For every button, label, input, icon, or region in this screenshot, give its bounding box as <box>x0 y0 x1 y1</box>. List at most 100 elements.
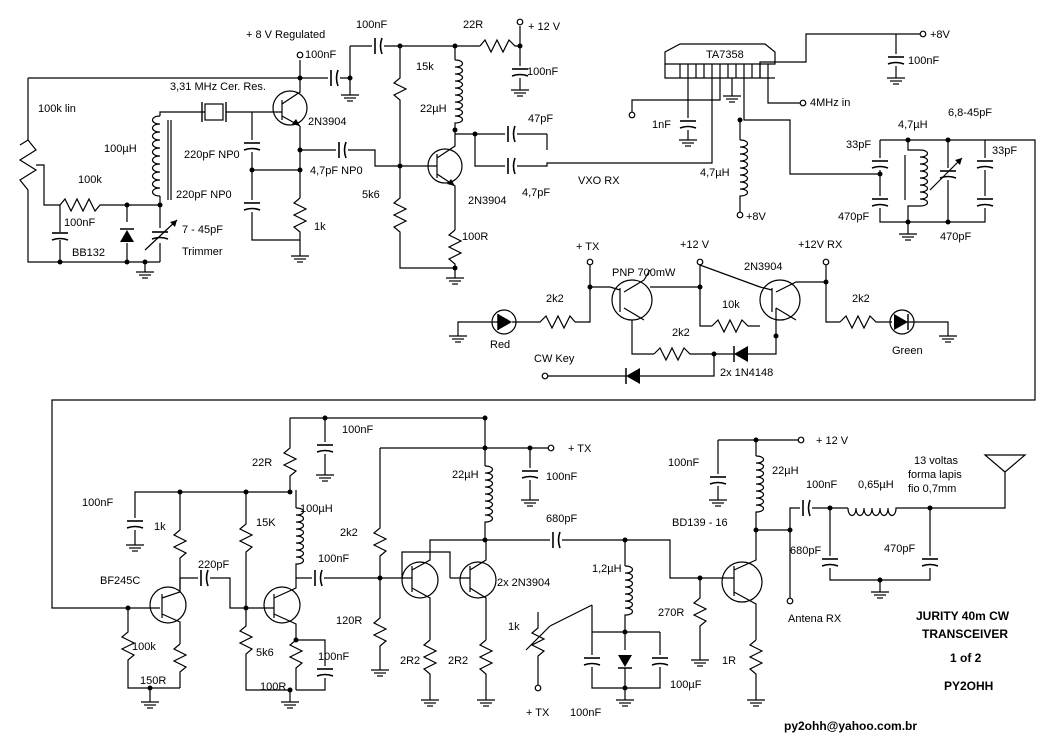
label-100nf-i: 100nF <box>318 553 349 565</box>
label-c100n-a: 100nF <box>305 49 336 61</box>
label-trimmer: Trimmer <box>182 246 223 258</box>
label-coil-note-2: forma lapis <box>908 469 962 481</box>
label-100nf-k: 100nF <box>570 707 601 719</box>
dots <box>57 43 951 693</box>
bottom-wiring <box>120 417 1027 709</box>
label-150r: 150R <box>140 675 166 687</box>
label-trimmer-val: 7 - 45pF <box>182 224 223 236</box>
label-12v-bot: + 12 V <box>816 435 849 447</box>
label-8v-right: +8V <box>930 29 951 41</box>
label-4p7-np0: 4,7pF NP0 <box>310 165 363 177</box>
label-33pf-a: 33pF <box>846 139 871 151</box>
label-12v-mid: +12 V <box>680 239 710 251</box>
label-680pf-b: 680pF <box>790 545 821 557</box>
label-tx-c: + TX <box>526 707 550 719</box>
label-22uh-c: 22µH <box>772 465 799 477</box>
label-470pf-c: 470pF <box>884 543 915 555</box>
label-ta7358: TA7358 <box>706 49 744 61</box>
component-labels: 100k lin 3,31 MHz Cer. Res. + 8 V Regula… <box>38 19 1017 719</box>
label-1p2uh: 1,2µH <box>592 563 622 575</box>
label-bb132: BB132 <box>72 247 105 259</box>
label-220pf-c: 220pF <box>198 559 229 571</box>
label-220pf-b: 220pF NP0 <box>176 189 232 201</box>
label-coil-note-1: 13 voltas <box>914 455 959 467</box>
label-100uh-b: 100µH <box>300 503 333 515</box>
label-4p7uh-b: 4,7µH <box>898 119 928 131</box>
label-2r2-a: 2R2 <box>400 655 420 667</box>
top-wiring <box>18 18 1036 609</box>
title-line2: TRANSCEIVER <box>922 627 1008 641</box>
label-c100n-b: 100nF <box>356 19 387 31</box>
label-vxo-rx: VXO RX <box>578 175 620 187</box>
label-100k-a: 100k <box>78 174 102 186</box>
label-1nf: 1nF <box>652 119 671 131</box>
label-12v-top: + 12 V <box>528 21 561 33</box>
label-2x2n3904: 2x 2N3904 <box>497 577 550 589</box>
title-author: PY2OHH <box>944 679 993 693</box>
label-100r-a: 100R <box>462 231 488 243</box>
title-line1: JURITY 40m CW <box>916 609 1010 623</box>
label-15k-a: 15k <box>416 61 434 73</box>
label-470pf-b: 470pF <box>940 231 971 243</box>
label-100nf-e: 100nF <box>908 55 939 67</box>
label-10k: 10k <box>722 299 740 311</box>
label-22uh-b: 22µH <box>452 469 479 481</box>
label-cer-res: 3,31 MHz Cer. Res. <box>170 81 266 93</box>
label-100uh-a: 100µH <box>104 143 137 155</box>
label-120r: 120R <box>336 615 362 627</box>
label-100nf-m: 100nF <box>806 479 837 491</box>
title-line3: 1 of 2 <box>950 651 982 665</box>
label-22uh-a: 22µH <box>420 103 447 115</box>
label-5k6-a: 5k6 <box>362 189 380 201</box>
label-100uf: 100µF <box>670 679 702 691</box>
label-red: Red <box>490 339 510 351</box>
label-220pf-a: 220pF NP0 <box>184 149 240 161</box>
label-cw-key: CW Key <box>534 353 575 365</box>
label-2n3904-c: 2N3904 <box>744 261 783 273</box>
email: py2ohh@yahoo.com.br <box>784 719 917 733</box>
label-bd139: BD139 - 16 <box>672 517 728 529</box>
title-block: JURITY 40m CW TRANSCEIVER 1 of 2 PY2OHH … <box>784 609 1010 733</box>
label-1r: 1R <box>722 655 736 667</box>
label-2k2-b: 2k2 <box>672 327 690 339</box>
label-2k2-c: 2k2 <box>852 293 870 305</box>
label-22r-top: 22R <box>463 19 483 31</box>
label-bf245c: BF245C <box>100 575 140 587</box>
label-tx-b: + TX <box>568 443 592 455</box>
label-4mhz-in: 4MHz in <box>810 97 850 109</box>
label-8v-coil: +8V <box>746 211 767 223</box>
label-100nf-h: 100nF <box>546 471 577 483</box>
label-tx-a: + TX <box>576 241 600 253</box>
label-100nf-j: 100nF <box>318 651 349 663</box>
label-coil-note-3: fio 0,7mm <box>908 483 956 495</box>
label-33pf-b: 33pF <box>992 145 1017 157</box>
label-2k2-d: 2k2 <box>340 527 358 539</box>
label-100r-b: 100R <box>260 681 286 693</box>
label-100nf-g: 100nF <box>82 497 113 509</box>
label-0p65uh: 0,65µH <box>858 479 894 491</box>
label-680pf-a: 680pF <box>546 513 577 525</box>
label-1k-c: 1k <box>508 621 520 633</box>
label-100nf-f: 100nF <box>342 424 373 436</box>
label-2n3904-b: 2N3904 <box>468 195 507 207</box>
label-4p7uh-a: 4,7µH <box>700 167 730 179</box>
label-green: Green <box>892 345 923 357</box>
label-15k-b: 15K <box>256 517 276 529</box>
label-6p8-45pf: 6,8-45pF <box>948 107 992 119</box>
label-2k2-a: 2k2 <box>546 293 564 305</box>
label-antena-rx: Antena RX <box>788 613 842 625</box>
label-diodes: 2x 1N4148 <box>720 367 773 379</box>
label-100k-lin: 100k lin <box>38 103 76 115</box>
label-1k-a: 1k <box>314 221 326 233</box>
label-12v-rx: +12V RX <box>798 239 843 251</box>
label-8v-reg: + 8 V Regulated <box>246 29 325 41</box>
label-2n3904-a: 2N3904 <box>308 116 347 128</box>
label-22r-b: 22R <box>252 457 272 469</box>
label-2r2-b: 2R2 <box>448 655 468 667</box>
label-5k6-b: 5k6 <box>256 647 274 659</box>
label-100nf-d: 100nF <box>64 217 95 229</box>
label-c100n-c: 100nF <box>527 66 558 78</box>
label-1k-b: 1k <box>154 521 166 533</box>
label-47pf: 47pF <box>528 113 553 125</box>
